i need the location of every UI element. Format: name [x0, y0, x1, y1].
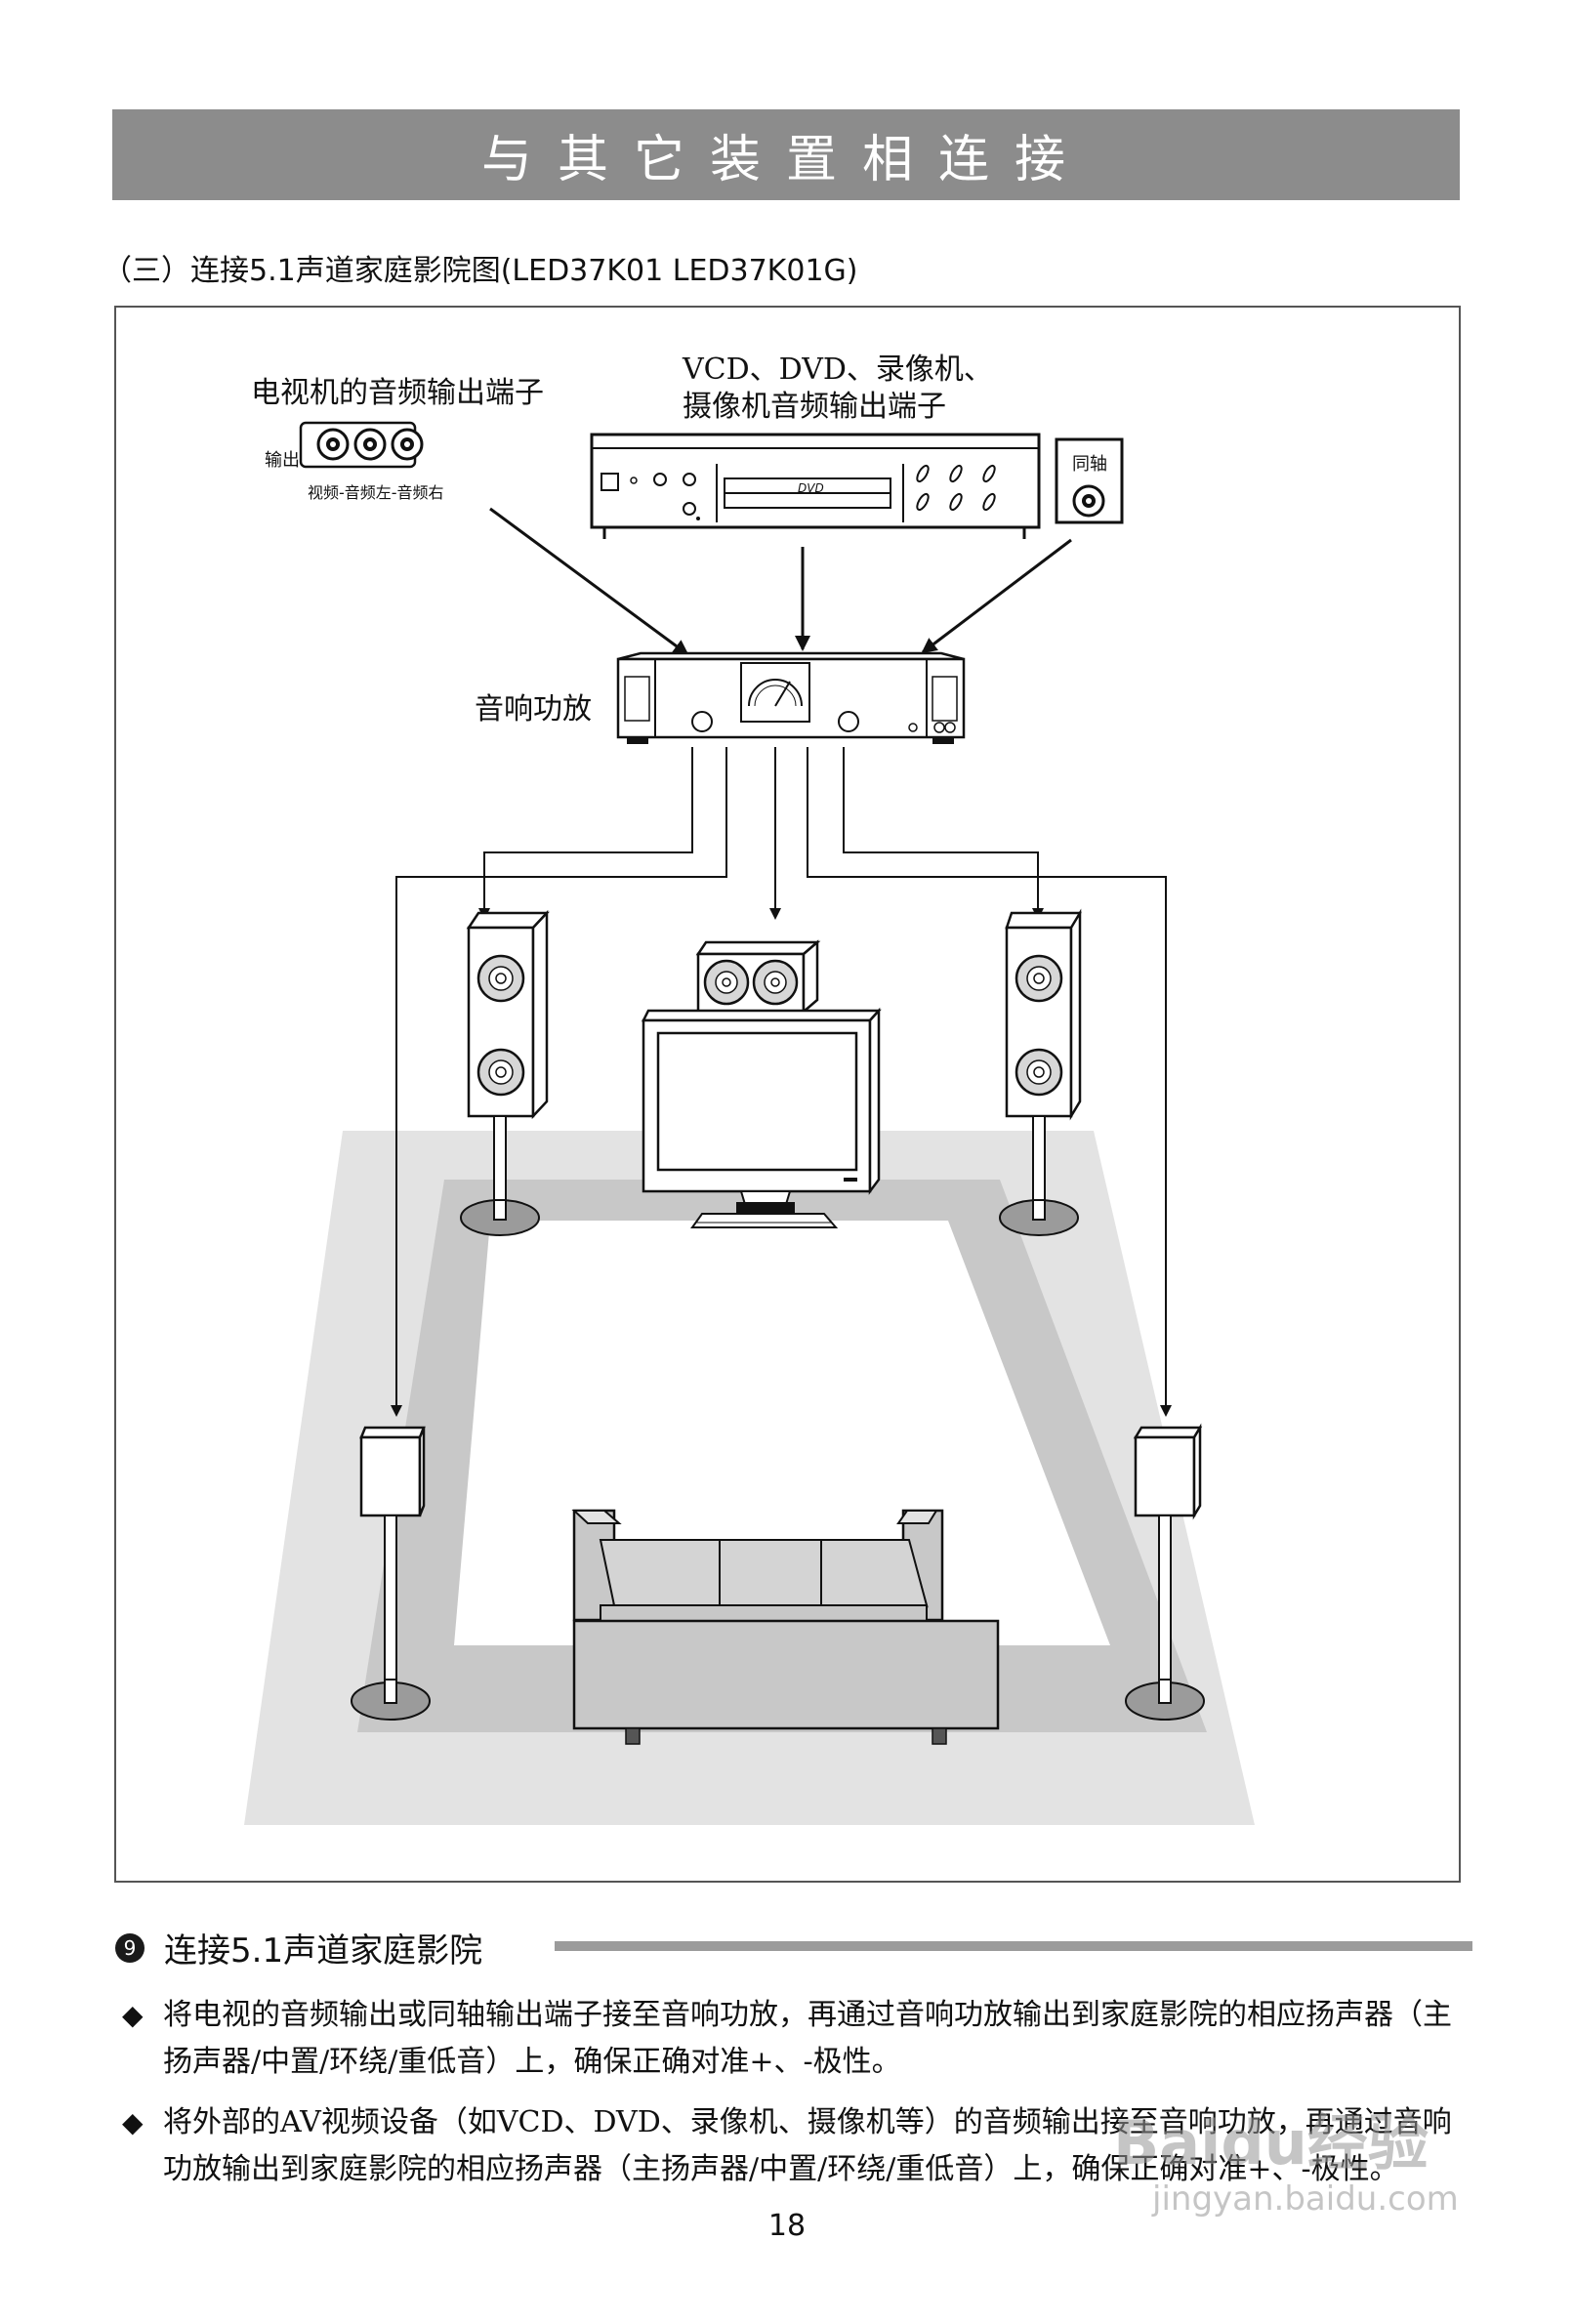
speaker-cables — [391, 747, 1172, 1417]
bullet-text: 将电视的音频输出或同轴输出端子接至音响功放，再通过音响功放输出到家庭影院的相应扬… — [163, 1998, 1452, 2079]
watermark-url: jingyan.baidu.com — [1152, 2179, 1459, 2219]
input-arrows — [489, 507, 1072, 656]
jack-labels: 视频-音频左-音频右 — [308, 483, 444, 502]
dvd-player — [590, 433, 1041, 539]
header-band: 与其它装置相连接 — [112, 109, 1460, 200]
center-speaker — [695, 939, 821, 1015]
diagram-drawing — [244, 421, 1255, 1825]
bullet-item: ◆ 将外部的AV视频设备（如VCD、DVD、录像机、摄像机等）的音频输出接至音响… — [122, 2099, 1470, 2193]
bullet-text: 将外部的AV视频设备（如VCD、DVD、录像机、摄像机等）的音频输出接至音响功放… — [163, 2105, 1452, 2186]
bullet-item: ◆ 将电视的音频输出或同轴输出端子接至音响功放，再通过音响功放输出到家庭影院的相… — [122, 1992, 1470, 2086]
step-title: 连接5.1声道家庭影院 — [164, 1931, 483, 1971]
tv-jack-panel — [299, 421, 424, 469]
diamond-bullet-icon: ◆ — [122, 1999, 144, 2031]
player-label-line1: VCD、DVD、录像机、 — [683, 353, 993, 387]
jack-label-output: 输出 — [265, 450, 300, 471]
rear-right-speaker — [1125, 1423, 1205, 1721]
step-number-badge: 9 — [115, 1932, 145, 1963]
front-right-speaker — [999, 908, 1082, 1236]
baidu-watermark: Baidu经验 jingyan.baidu.com — [1113, 2109, 1459, 2220]
player-label-line2: 摄像机音频输出端子 — [683, 390, 946, 424]
coax-jack — [1055, 437, 1124, 524]
step-rule — [555, 1941, 1472, 1951]
television — [641, 1007, 882, 1228]
sofa — [571, 1509, 1000, 1745]
page-title: 与其它装置相连接 — [480, 131, 1091, 189]
amp-label: 音响功放 — [475, 692, 592, 726]
coax-label: 同轴 — [1072, 454, 1107, 475]
step-heading: 9 连接5.1声道家庭影院 — [115, 1924, 482, 1971]
amplifier — [616, 651, 966, 744]
front-left-speaker — [460, 909, 550, 1236]
dvd-logo: DVD — [798, 481, 824, 495]
rear-left-speaker — [351, 1426, 431, 1721]
tv-output-label: 电视机的音频输出端子 — [251, 376, 544, 410]
section-subtitle: （三）连接5.1声道家庭影院图(LED37K01 LED37K01G) — [103, 254, 858, 288]
diamond-bullet-icon: ◆ — [122, 2106, 144, 2138]
connection-diagram: 电视机的音频输出端子 输出 视频-音频左-音频右 VCD、DVD、录像机、 摄像… — [114, 306, 1461, 1883]
page-number: 18 — [767, 2209, 807, 2243]
watermark-logo-text: Baidu经验 — [1113, 2107, 1429, 2179]
